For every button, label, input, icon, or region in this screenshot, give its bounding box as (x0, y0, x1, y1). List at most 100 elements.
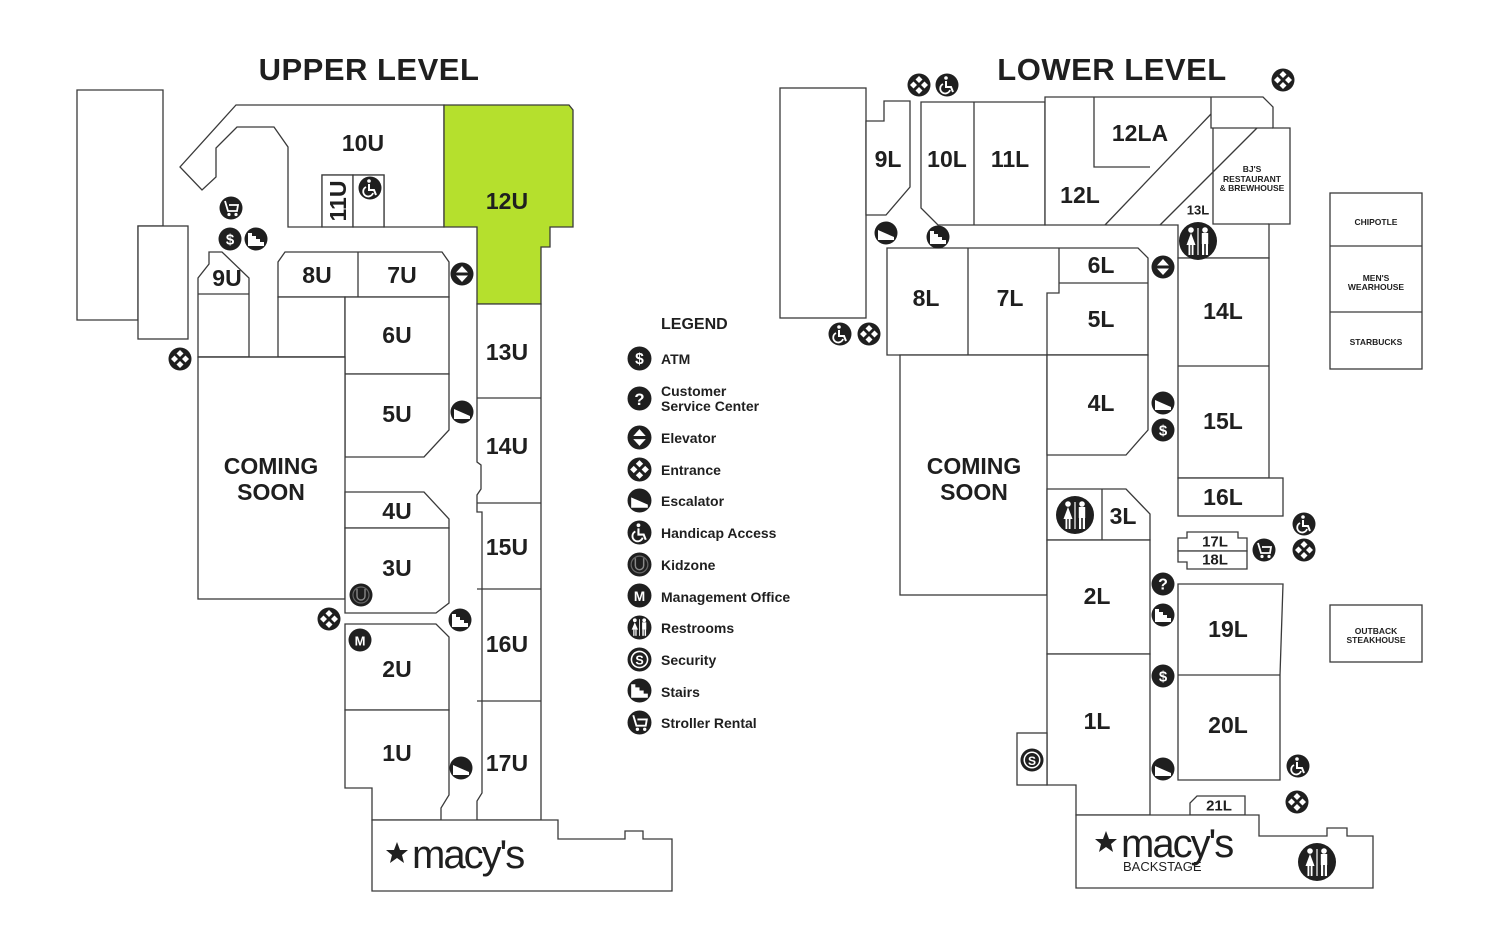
label-mens-wearhouse-2: WEARHOUSE (1348, 282, 1405, 292)
upper-right-column (476, 303, 542, 821)
stairs-icon (1151, 603, 1175, 627)
entrance-icon (907, 73, 931, 97)
label-1L: 1L (1084, 708, 1111, 734)
label-coming-soon-upper-1: COMING (224, 453, 319, 479)
outparcel-outback[interactable] (1329, 604, 1423, 663)
legend-label-stairs: Stairs (661, 684, 700, 700)
label-7U: 7U (387, 262, 416, 288)
unit-2U[interactable] (344, 623, 450, 711)
label-16L: 16L (1203, 484, 1243, 510)
lower-level-map (779, 87, 1423, 889)
anchor-macys-backstage[interactable] (1075, 814, 1374, 889)
legend-label-security: Security (661, 652, 716, 668)
unit-1L[interactable] (1046, 653, 1151, 816)
unit-18L[interactable] (1177, 550, 1248, 570)
label-6L: 6L (1088, 252, 1115, 278)
label-starbucks: STARBUCKS (1350, 337, 1403, 347)
escalator-icon (627, 488, 652, 513)
entrance-icon (1285, 790, 1309, 814)
entrance-icon (1292, 538, 1316, 562)
label-coming-soon-lower-1: COMING (927, 453, 1022, 479)
backstage-label: BACKSTAGE (1123, 859, 1202, 874)
label-17L: 17L (1202, 534, 1228, 551)
kidzone-icon (349, 583, 373, 607)
anchor-macys-upper[interactable] (371, 819, 673, 892)
customer-service-icon (1151, 572, 1175, 596)
label-5L: 5L (1088, 306, 1115, 332)
unit-10U[interactable] (179, 104, 445, 228)
atm-icon (1151, 418, 1175, 442)
label-12L: 12L (1060, 182, 1100, 208)
management-office-icon (348, 628, 372, 652)
label-outback-1: OUTBACK (1355, 626, 1398, 636)
label-12U: 12U (486, 188, 528, 214)
kidzone-icon (627, 552, 652, 577)
upper-outbuilding-small (137, 225, 189, 340)
star-icon (386, 842, 408, 863)
elevator-icon (627, 425, 652, 450)
atm-icon (627, 346, 652, 371)
unit-14L-15L (1177, 257, 1270, 479)
label-13L: 13L (1187, 203, 1209, 218)
macys-wordmark-lower: macy's (1121, 822, 1233, 866)
label-8L: 8L (913, 285, 940, 311)
unit-6U[interactable] (344, 296, 450, 375)
handicap-icon (828, 322, 852, 346)
upper-level-map (76, 89, 673, 892)
escalator-icon (1151, 757, 1175, 781)
unit-12U[interactable] (443, 104, 574, 305)
security-icon (627, 647, 652, 672)
unit-2L[interactable] (1046, 539, 1151, 655)
elevator-icon (450, 262, 474, 286)
lower-outbuilding-left (779, 87, 867, 319)
stroller-icon (219, 196, 243, 220)
unit-9L[interactable] (865, 100, 911, 216)
stairs-icon (627, 678, 652, 703)
entrance-icon (627, 457, 652, 482)
label-4L: 4L (1088, 390, 1115, 416)
label-7L: 7L (997, 285, 1024, 311)
legend-label-customer-service-2: Service Center (661, 398, 760, 414)
atm-icon (218, 227, 242, 251)
label-bjs-1: BJ'S (1243, 164, 1262, 174)
label-9U: 9U (212, 265, 241, 291)
escalator-icon (450, 400, 474, 424)
legend-label-stroller: Stroller Rental (661, 715, 757, 731)
label-19L: 19L (1208, 616, 1248, 642)
label-17U: 17U (486, 750, 528, 776)
upper-level-title: UPPER LEVEL (259, 52, 480, 87)
restrooms-icon (1298, 843, 1336, 881)
star-icon (1095, 831, 1117, 852)
label-1U: 1U (382, 740, 411, 766)
lower-level-title: LOWER LEVEL (997, 52, 1226, 87)
unit-4L[interactable] (1046, 354, 1149, 456)
label-10U: 10U (342, 130, 384, 156)
macys-wordmark-upper: macy's (412, 833, 524, 877)
label-6U: 6U (382, 322, 411, 348)
handicap-icon (1286, 754, 1310, 778)
coming-soon-upper[interactable] (197, 356, 346, 600)
security-icon (1020, 748, 1044, 772)
label-14U: 14U (486, 433, 528, 459)
outparcel-block (1329, 192, 1423, 370)
label-3U: 3U (382, 555, 411, 581)
unit-8L-7L-block (886, 247, 1149, 356)
unit-16L[interactable] (1177, 477, 1284, 517)
label-4U: 4U (382, 498, 411, 524)
label-2U: 2U (382, 656, 411, 682)
legend-title: LEGEND (661, 316, 728, 333)
unit-4U[interactable] (344, 491, 450, 529)
legend-label-handicap: Handicap Access (661, 525, 777, 541)
unit-11U[interactable] (321, 174, 354, 228)
stairs-icon (244, 227, 268, 251)
coming-soon-lower[interactable] (899, 354, 1048, 596)
legend-label-entrance: Entrance (661, 462, 721, 478)
macys-backstage-logo: macy's BACKSTAGE (1095, 822, 1235, 874)
legend-label-customer-service: Customer (661, 383, 727, 399)
unit-12L[interactable] (1044, 96, 1291, 259)
unit-10L-11L (920, 101, 1046, 226)
label-bjs-2: RESTAURANT (1223, 174, 1282, 184)
stairs-icon (448, 608, 472, 632)
label-15L: 15L (1203, 408, 1243, 434)
